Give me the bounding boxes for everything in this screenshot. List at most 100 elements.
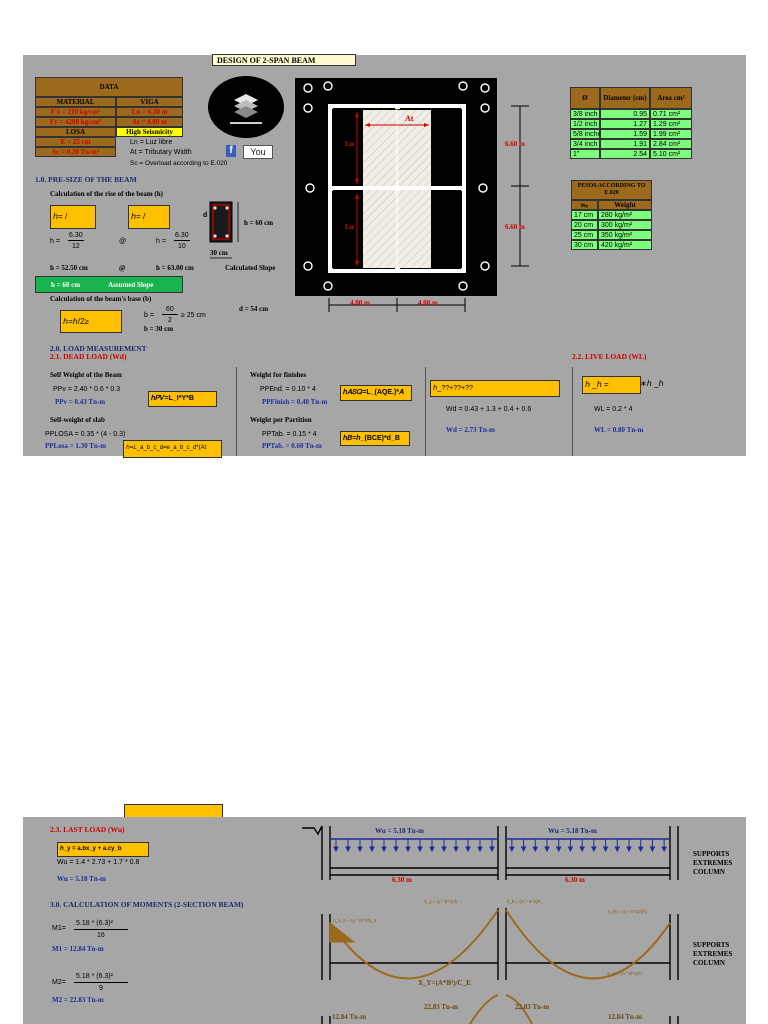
m1-result: M1 = 12.84 Tn-m	[52, 945, 104, 953]
moment-formula-left: ℎ_a_b = (y * h)^2/b_d	[333, 918, 377, 923]
diameter-cell: 5/8 inches	[570, 129, 605, 139]
facebook-icon[interactable]: f	[226, 145, 236, 157]
divider-1	[236, 367, 237, 456]
m1-fraction-bar	[74, 929, 128, 930]
dia-header-area: Area cm²	[650, 87, 692, 109]
h-at-symbol: @	[119, 238, 127, 245]
assumed-slope-label: Assumed Slope	[108, 280, 154, 289]
moment-value-center-1: 22.83 Tn-m	[424, 1003, 459, 1011]
seismic-cell: High Seismicity	[116, 127, 183, 137]
weight-cell: 17 cm	[571, 210, 598, 220]
divider-3	[572, 367, 573, 456]
section3-heading: 3.0. CALCULATION OF MOMENTS (2-SECTION B…	[50, 900, 244, 909]
plan-dim-bottom-left: 4.00 m	[350, 299, 370, 307]
h-eq2-den: 10	[178, 243, 186, 250]
weight-cell: 350 kg/m²	[598, 230, 652, 240]
moment-formula-mid-right: 𝑋_b = (m * e^2)/t	[506, 899, 540, 904]
weights-header-weight: Weight	[598, 200, 652, 210]
h-at-symbol-2: @	[119, 264, 126, 272]
supports-label-2: SUPPORTS EXTREMES COLUMN	[693, 941, 733, 968]
section1-heading: 1.0. PRE-SIZE OF THE BEAM	[35, 175, 137, 184]
beam-h-label: h = 60 cm	[244, 219, 274, 227]
pp-losa-equation: PPLOSA = 0.35 * (4 - 0.3)	[45, 431, 126, 438]
diameter-cell: 0.71 cm²	[650, 109, 692, 119]
b-eq-prefix: b =	[144, 312, 154, 319]
diameter-cell: 1.29 cm²	[650, 119, 692, 129]
plan-at-label: At	[405, 114, 414, 123]
weight-cell: 25 cm	[571, 230, 598, 240]
dead-load-heading: 2.1. DEAD LOAD (Wd)	[50, 352, 127, 361]
pp-losa-result: PPLosa = 1.30 Tn-m	[45, 442, 107, 450]
moment-value-bottom-right: 12.84 Tn-m	[608, 1013, 643, 1021]
material-header: MATERIAL	[35, 97, 116, 107]
h-formula-box-2: ℎ= /	[128, 205, 170, 229]
partition-label: Weight per Partition	[250, 416, 312, 424]
m1-prefix: M1=	[52, 925, 66, 932]
dia-header-diameter: Diameter (cm)	[600, 87, 650, 109]
wu-equation: Wu = 1.4 * 2.73 + 1.7 * 0.8	[57, 859, 140, 866]
wu-result: Wu = 5.18 Tn-m	[57, 875, 106, 883]
span-left-label: 6.30 m	[392, 876, 412, 884]
m1-numerator: 5.18 * (6.3)²	[76, 920, 113, 927]
plan-ln-top: Ln	[345, 140, 354, 148]
diameter-cell: 2.84 cm²	[650, 139, 692, 149]
section2-heading: 2.0. LOAD MEASUREMENT	[50, 344, 147, 353]
last-load-formula-box: ℎ_y = a.bx_y + a.cy_b	[57, 842, 149, 857]
data-table-header: DATA	[35, 77, 183, 97]
losa-header: LOSA	[35, 127, 116, 137]
pp-end-result: PPFinish = 0.40 Tn-m	[262, 398, 328, 406]
wu-right-label: Wu = 5.18 Tn-m	[548, 827, 597, 835]
m2-result: M2 = 22.83 Tn-m	[52, 996, 104, 1004]
moment-formula-mid-left: X_y = (y * b^2)/b	[424, 899, 458, 904]
weight-cell: 420 kg/m²	[598, 240, 652, 250]
self-weight-beam-label: Self Weight of the Beam	[50, 371, 122, 379]
assumed-h: h = 60 cm	[51, 280, 81, 289]
diameter-cell: 2.54	[600, 149, 650, 159]
b-eq-num: 60	[166, 306, 174, 313]
ppv-equation: PPv = 2.40 * 0.6 * 0.3	[53, 386, 121, 393]
h-formula-box-1: ℎ= /	[50, 205, 96, 229]
slab-formula-box: ℎ=𝐿_a_b_c_d=e_a_b_c_d*(At	[123, 440, 222, 458]
diameter-cell: 1.27	[600, 119, 650, 129]
note-ln: Ln = Luz libre	[130, 139, 173, 146]
plan-ln-bottom: Ln	[345, 223, 354, 231]
h-result-2: h = 63.00 cm	[156, 264, 194, 272]
self-weight-slab-label: Self-weight of slab	[50, 416, 105, 424]
h-eq1-fraction-bar	[68, 240, 84, 241]
plan-dim-right-bottom: 6.60 m	[505, 223, 525, 231]
assumed-slope-bar: h = 60 cm Assumed Slope	[35, 276, 183, 293]
h-eq2-prefix: h =	[156, 238, 166, 245]
moment-value-bottom-left: 12.84 Tn-m	[332, 1013, 367, 1021]
youtube-icon[interactable]: You	[243, 145, 273, 159]
h-eq2-num: 6.30	[175, 232, 189, 239]
fy-cell: Fy = 4200 kg/cm²	[35, 117, 116, 127]
wu-left-label: Wu = 5.18 Tn-m	[375, 827, 424, 835]
diameter-cell: 0.95	[600, 109, 650, 119]
supports-label-1: SUPPORTS EXTREMES COLUMN	[693, 850, 733, 877]
plan-dim-bottom-right: 4.00 m	[418, 299, 438, 307]
b-eq-den: 2	[168, 317, 172, 324]
pp-tab-result: PPTab. = 0.60 Tn-m	[262, 442, 322, 450]
weight-cell: 30 cm	[571, 240, 598, 250]
diameter-cell: 1.59	[600, 129, 650, 139]
h-eq1-prefix: h =	[50, 238, 60, 245]
note-at: At = Tributary Width	[130, 149, 192, 156]
diameter-cell: 1"	[570, 149, 600, 159]
span-right-label: 6.30 m	[565, 876, 585, 884]
weights-title: PESOS ACCORDING TO E.020	[571, 180, 652, 200]
d-result: d = 54 cm	[239, 305, 269, 313]
m2-prefix: M2=	[52, 979, 66, 986]
note-sc: Sc = Overload according to E.020	[130, 160, 228, 167]
beam-b-dim: 30 cm	[210, 249, 228, 257]
moment-value-center-2: 22.83 Tn-m	[515, 1003, 550, 1011]
plan-diagram	[295, 78, 497, 296]
dia-header-phi: Ø	[570, 87, 600, 109]
calculated-slope-label: Calculated Slope	[225, 264, 276, 272]
ppv-formula-box: ℎ𝑃𝑉=L_I*Y*B	[148, 391, 217, 407]
wl-formula-side: ∗ℎ _ℎ	[640, 379, 664, 388]
e-cell: E = 25 cm	[35, 137, 116, 147]
beam-section-drawing	[209, 201, 239, 259]
sc-cell: Sc = 0.20 Tn/m²	[35, 147, 116, 157]
m2-numerator: 5.18 * (6.3)²	[76, 973, 113, 980]
page-title: DESIGN OF 2-SPAN BEAM	[212, 54, 356, 66]
